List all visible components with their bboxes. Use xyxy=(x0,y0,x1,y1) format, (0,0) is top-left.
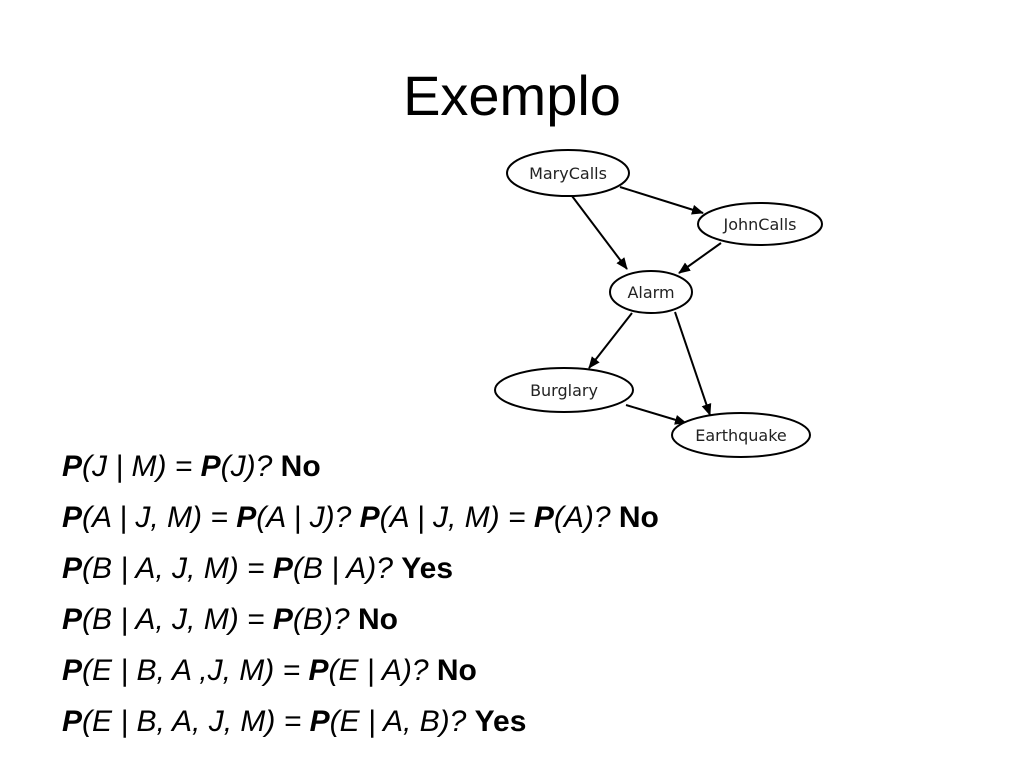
answer-label: Yes xyxy=(474,705,527,738)
expression-text: (J | M) = xyxy=(82,450,201,483)
question-expression: P(B | A, J, M) = P(B | A)? xyxy=(62,552,393,585)
expression-text: (B | A, J, M) = xyxy=(82,552,273,585)
expression-text: (A | J, M) = xyxy=(82,501,237,534)
edge-alarm-burglary xyxy=(588,312,633,369)
node-label: Burglary xyxy=(530,381,598,400)
question-line: P(A | J, M) = P(A | J)? P(A | J, M) = P(… xyxy=(62,492,659,543)
probability-symbol: P xyxy=(309,705,330,738)
edge-marycalls-johncalls xyxy=(619,186,704,215)
probability-symbol: P xyxy=(272,552,293,585)
question-expression: P(J | M) = P(J)? xyxy=(62,450,272,483)
probability-symbol: P xyxy=(200,450,221,483)
edge-marycalls-alarm xyxy=(571,195,628,270)
probability-symbol: P xyxy=(62,603,83,636)
expression-text: (E | A)? xyxy=(328,654,429,687)
question-expression: P(B | A, J, M) = P(B)? xyxy=(62,603,350,636)
slide-title: Exemplo xyxy=(403,64,621,127)
expression-text: (E | A, B)? xyxy=(329,705,467,738)
answer-label: No xyxy=(436,654,477,687)
expression-text: (A)? xyxy=(553,501,611,534)
question-line: P(E | B, A ,J, M) = P(E | A)? No xyxy=(62,645,659,696)
question-line: P(J | M) = P(J)? No xyxy=(62,441,659,492)
expression-text: (E | B, A ,J, M) = xyxy=(82,654,309,687)
node-johncalls: JohnCalls xyxy=(697,202,823,246)
answer-label: No xyxy=(618,501,659,534)
question-expression: P(E | B, A, J, M) = P(E | A, B)? xyxy=(62,705,466,738)
expression-text: (A | J, M) = xyxy=(379,501,534,534)
probability-symbol: P xyxy=(62,450,83,483)
probability-symbol: P xyxy=(62,552,83,585)
probability-symbol: P xyxy=(533,501,554,534)
answer-label: No xyxy=(280,450,321,483)
edge-johncalls-alarm xyxy=(678,242,722,274)
expression-text: (J)? xyxy=(220,450,273,483)
probability-symbol: P xyxy=(272,603,293,636)
edge-burglary-earthquake xyxy=(625,404,687,425)
expression-text: (A | J)? xyxy=(256,501,360,534)
probability-symbol: P xyxy=(236,501,257,534)
node-label: MaryCalls xyxy=(529,164,607,183)
probability-symbol: P xyxy=(62,501,83,534)
probability-symbol: P xyxy=(62,705,83,738)
expression-text: (B | A, J, M) = xyxy=(82,603,273,636)
question-expression: P(A | J, M) = P(A | J)? P(A | J, M) = P(… xyxy=(62,501,611,534)
question-line: P(B | A, J, M) = P(B | A)? Yes xyxy=(62,543,659,594)
question-line: P(B | A, J, M) = P(B)? No xyxy=(62,594,659,645)
question-line: P(E | B, A, J, M) = P(E | A, B)? Yes xyxy=(62,696,659,747)
node-label: Earthquake xyxy=(695,426,787,445)
edge-alarm-earthquake xyxy=(674,311,712,416)
node-earthquake: Earthquake xyxy=(671,412,811,458)
probability-symbol: P xyxy=(62,654,83,687)
answer-label: Yes xyxy=(401,552,454,585)
node-alarm: Alarm xyxy=(609,270,693,314)
node-label: Alarm xyxy=(627,283,674,302)
node-label: JohnCalls xyxy=(723,215,797,234)
answer-label: No xyxy=(357,603,398,636)
probability-symbol: P xyxy=(359,501,380,534)
node-marycalls: MaryCalls xyxy=(506,149,630,197)
expression-text: (B | A)? xyxy=(292,552,393,585)
expression-text: (E | B, A, J, M) = xyxy=(82,705,310,738)
node-burglary: Burglary xyxy=(494,367,634,413)
question-expression: P(E | B, A ,J, M) = P(E | A)? xyxy=(62,654,429,687)
probability-symbol: P xyxy=(308,654,329,687)
expression-text: (B)? xyxy=(292,603,350,636)
network-edges xyxy=(571,186,722,425)
